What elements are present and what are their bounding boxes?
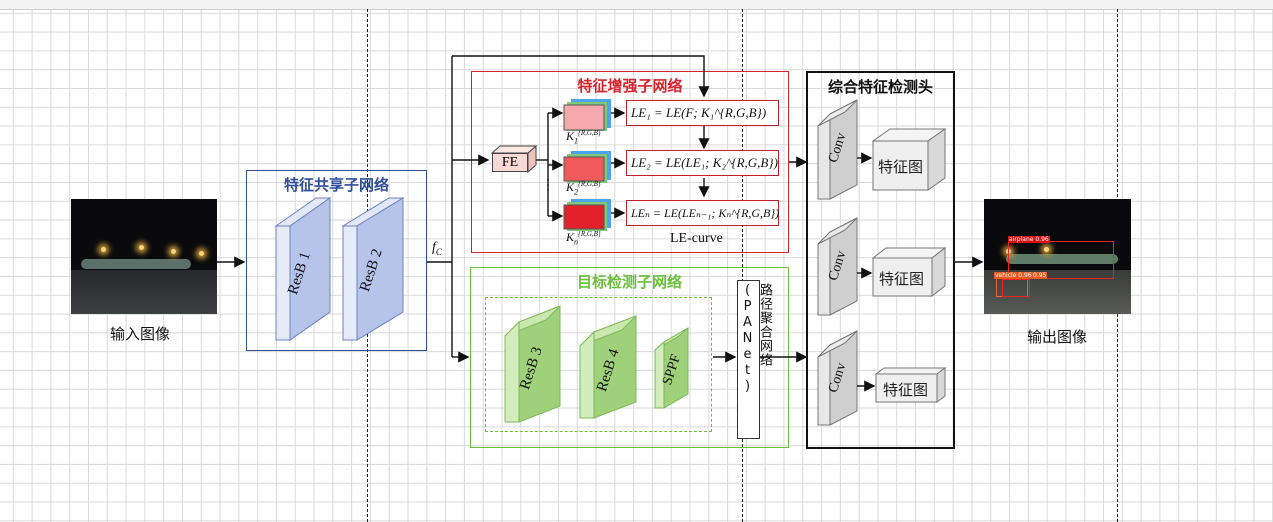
formula-le2: LE₂ = LE(LE₁; K₂^{R,G,B}) — [626, 150, 779, 176]
shared-network-title: 特征共享子网络 — [283, 176, 389, 194]
fe-box: FE — [492, 153, 528, 172]
feature-map-cube — [871, 246, 947, 298]
kernel-label: K1{R,G,B} — [566, 129, 601, 146]
feature-map-label: 特征图 — [878, 158, 924, 176]
enhance-network-box: 特征增强子网络 — [471, 71, 789, 253]
kernel-stack — [563, 151, 611, 183]
sppf-block — [654, 327, 689, 409]
output-image-caption: 输出图像 — [1027, 328, 1088, 346]
feature-map-label: 特征图 — [883, 381, 929, 399]
conv-block — [817, 330, 858, 426]
detection-label: airplane 0.96 — [1008, 236, 1050, 243]
enhance-network-title: 特征增强子网络 — [577, 77, 683, 95]
resb-block — [274, 197, 332, 341]
detection-head-title: 综合特征检测头 — [827, 78, 933, 96]
formula-le1: LE₁ = LE(F; K₁^{R,G,B}) — [626, 100, 779, 126]
conv-block — [817, 217, 858, 316]
kernel-stack — [563, 199, 611, 231]
fc-label: fC — [432, 240, 442, 257]
output-image: airplane 0.96 vehicle 0.96 0.95 — [984, 199, 1131, 314]
detection-label: 0.95 — [1032, 272, 1048, 279]
panet-label: 路径聚合网络(PANet) — [740, 283, 772, 395]
kernel-stack — [563, 99, 611, 131]
detect-network-title: 目标检测子网络 — [576, 273, 682, 291]
resb-block — [504, 305, 561, 423]
resb-block — [341, 197, 405, 341]
backbone-dashed-group — [485, 297, 712, 432]
flow-arrows — [217, 55, 984, 392]
input-image-caption: 输入图像 — [110, 325, 171, 343]
formula-len: LEₙ = LE(LEₙ₋₁; Kₙ^{R,G,B}) — [626, 200, 779, 226]
input-image — [71, 199, 217, 314]
detection-label: vehicle 0.96 — [994, 272, 1033, 279]
le-curve-label: LE-curve — [670, 231, 723, 246]
panet-box: 路径聚合网络(PANet) — [737, 280, 772, 439]
kernel-label: Kn{R,G,B} — [566, 230, 601, 247]
top-ruler — [0, 0, 1273, 10]
page-break-line — [742, 9, 743, 522]
conv-block — [817, 99, 858, 200]
feature-map-cube — [874, 367, 947, 403]
resb-block — [579, 315, 637, 419]
shared-network-box: 特征共享子网络 — [246, 170, 427, 351]
detection-head-box: 综合特征检测头 — [806, 71, 955, 449]
feature-map-cube — [871, 128, 947, 191]
feature-map-label: 特征图 — [879, 270, 925, 288]
kernel-label: K2{R,G,B} — [566, 180, 601, 197]
